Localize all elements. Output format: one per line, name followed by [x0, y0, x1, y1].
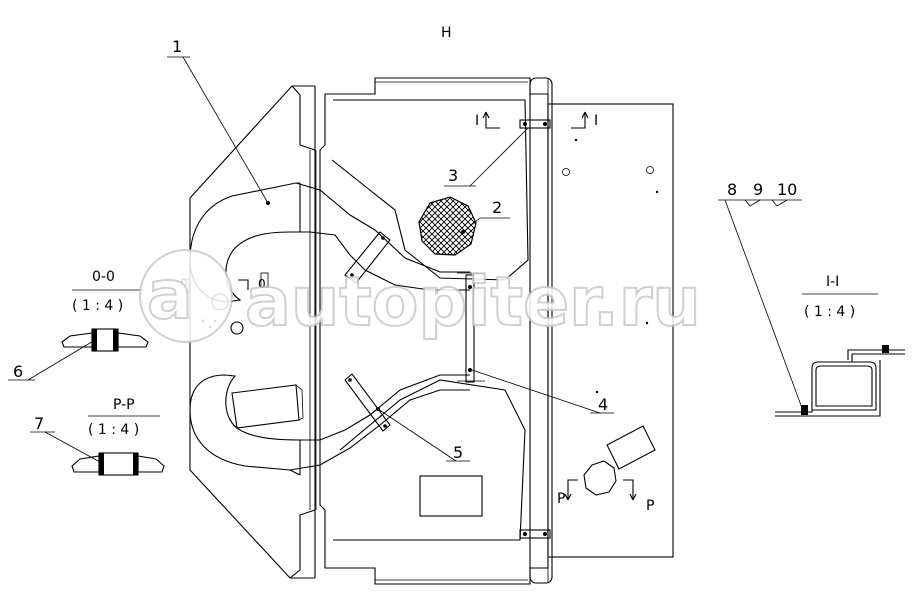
- callout-5: 5: [453, 443, 463, 462]
- callout-3: 3: [448, 166, 458, 185]
- callout-1: 1: [172, 37, 182, 56]
- right-board: [529, 77, 674, 584]
- duct-assembly: [181, 119, 551, 539]
- section-pp-scale: ( 1 : 4 ): [88, 422, 139, 438]
- main-panel: [319, 77, 549, 585]
- section-oo: 0-0 ( 1 : 4 ): [61, 269, 149, 352]
- callout-2: 2: [492, 198, 502, 217]
- svg-text:a: a: [147, 256, 193, 335]
- section-ii-title: I-I: [826, 274, 839, 290]
- watermark-text: autopiter.ru: [245, 263, 701, 342]
- section-ii: I-I ( 1 : 4 ): [775, 274, 905, 417]
- callout-9: 9: [753, 180, 763, 199]
- section-ii-scale: ( 1 : 4 ): [804, 304, 855, 320]
- section-mark-i-left: I: [475, 113, 479, 129]
- section-oo-scale: ( 1 : 4 ): [72, 298, 123, 314]
- section-mark-i-right: I: [594, 113, 598, 129]
- section-oo-title: 0-0: [92, 269, 115, 285]
- view-label: H: [441, 25, 452, 41]
- callout-10: 10: [777, 180, 797, 199]
- callout-8: 8: [727, 180, 737, 199]
- callout-7: 7: [34, 414, 44, 433]
- section-mark-o-right: 0: [258, 277, 266, 291]
- callouts: 1 2 3 4 5 6 7 8 9 10: [8, 37, 803, 463]
- watermark: a autopiter.ru: [139, 249, 702, 343]
- callout-6: 6: [13, 362, 23, 381]
- callout-4: 4: [598, 395, 608, 414]
- section-mark-p-right: P: [646, 498, 654, 514]
- section-mark-p-left: P: [557, 491, 565, 507]
- section-pp-title: P-P: [113, 397, 135, 413]
- section-pp: P-P ( 1 : 4 ): [71, 397, 165, 476]
